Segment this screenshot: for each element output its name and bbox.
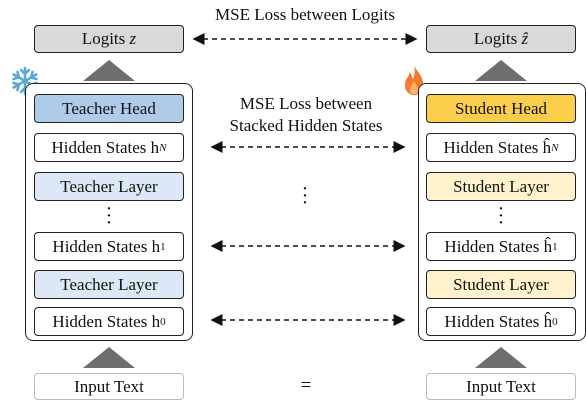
student-hidden-states-1-label: Hidden States ĥ	[444, 236, 553, 256]
teacher-layer-top: Teacher Layer	[34, 172, 184, 201]
middle-ellipsis: ···	[301, 178, 309, 214]
teacher-output-arrow	[83, 60, 135, 81]
teacher-hidden-states-0-label: Hidden States h	[52, 311, 161, 331]
teacher-hidden-states-0-subscript: 0	[160, 315, 166, 328]
logits-mse-title: MSE Loss between Logits	[215, 5, 395, 24]
hidden-states-mse-label-line2: Stacked Hidden States	[229, 116, 383, 135]
teacher-logits-box: Logits z	[34, 25, 184, 53]
student-ellipsis: ···	[497, 198, 505, 234]
teacher-hidden-states-n-subscript: N	[159, 141, 167, 154]
teacher-head: Teacher Head	[34, 94, 184, 123]
student-hidden-states-0-label: Hidden States ĥ	[444, 311, 553, 331]
equals-sign: =	[300, 375, 312, 396]
student-hidden-states-n-label: Hidden States ĥ	[443, 137, 552, 157]
student-hidden-states-n-subscript: N	[551, 141, 559, 154]
hidden-states-mse-label: MSE Loss between Stacked Hidden States	[206, 93, 406, 137]
teacher-logits-var: z	[129, 29, 137, 48]
teacher-ellipsis: ···	[105, 198, 113, 234]
student-hidden-states-0-subscript: 0	[552, 315, 558, 328]
teacher-hidden-states-1-label: Hidden States h	[52, 236, 161, 256]
student-logits-var: ẑ	[521, 29, 529, 48]
student-hidden-states-1-subscript: 1	[552, 240, 558, 253]
student-output-arrow	[475, 60, 527, 81]
student-logits-box: Logits ẑ	[426, 25, 576, 53]
teacher-hidden-states-n-label: Hidden States h	[51, 137, 160, 157]
teacher-logits-label: Logits	[81, 29, 130, 48]
student-head: Student Head	[426, 94, 576, 123]
student-layer-top: Student Layer	[426, 172, 576, 201]
student-layer-bottom: Student Layer	[426, 270, 576, 299]
hidden-states-mse-label-line1: MSE Loss between	[239, 94, 373, 113]
student-input-text: Input Text	[426, 373, 576, 400]
student-logits-label: Logits	[473, 29, 522, 48]
teacher-hidden-states-1-subscript: 1	[160, 240, 166, 253]
student-input-arrow	[475, 347, 527, 368]
snowflake-icon	[12, 66, 38, 96]
teacher-input-arrow	[83, 347, 135, 368]
teacher-layer-bottom: Teacher Layer	[34, 270, 184, 299]
teacher-input-text: Input Text	[34, 373, 184, 400]
